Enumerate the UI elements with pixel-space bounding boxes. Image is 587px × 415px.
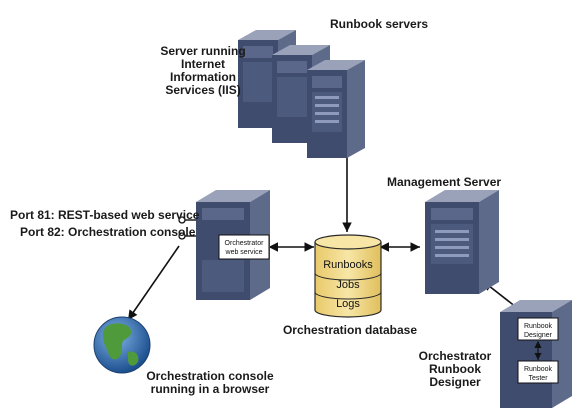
runbook-servers-icon	[238, 30, 365, 158]
port82-label: Port 82: Orchestration console	[20, 225, 196, 239]
port81-label: Port 81: REST-based web service	[10, 208, 200, 222]
web-service-box: Orchestrator web service	[218, 234, 270, 260]
console-browser-label: Orchestration console running in a brows…	[146, 369, 274, 396]
port82-connector	[178, 232, 186, 240]
orchestrator-runbook-designer-label: Orchestrator Runbook Designer	[418, 349, 492, 389]
designer-workstation-icon	[500, 300, 572, 408]
db-row-runbooks: Runbooks	[323, 259, 373, 271]
management-server-label: Management Server	[387, 175, 502, 189]
orchestration-database-icon: Runbooks Jobs Logs	[314, 234, 382, 318]
orchestration-database-label: Orchestration database	[282, 323, 418, 337]
management-server-icon	[425, 190, 499, 294]
rb-designer-line2: Designer	[524, 332, 553, 339]
web-service-label-line1: Orchestrator	[225, 240, 265, 247]
rb-tester-line2: Tester	[528, 375, 548, 382]
iis-server-label: Server running Internet Information Serv…	[160, 44, 246, 97]
rb-designer-line1: Runbook	[524, 323, 553, 330]
globe-icon	[93, 316, 151, 374]
runbook-tester-box: Runbook Tester	[517, 360, 559, 384]
port81-connector	[178, 216, 186, 224]
db-row-jobs: Jobs	[336, 279, 360, 291]
rb-tester-line1: Runbook	[524, 366, 553, 373]
web-service-label-line2: web service	[225, 249, 263, 256]
runbook-servers-label: Runbook servers	[330, 17, 429, 31]
runbook-designer-box: Runbook Designer	[517, 317, 559, 341]
browser-console-link	[127, 245, 180, 321]
connectors	[127, 130, 531, 321]
db-row-logs: Logs	[336, 298, 360, 310]
